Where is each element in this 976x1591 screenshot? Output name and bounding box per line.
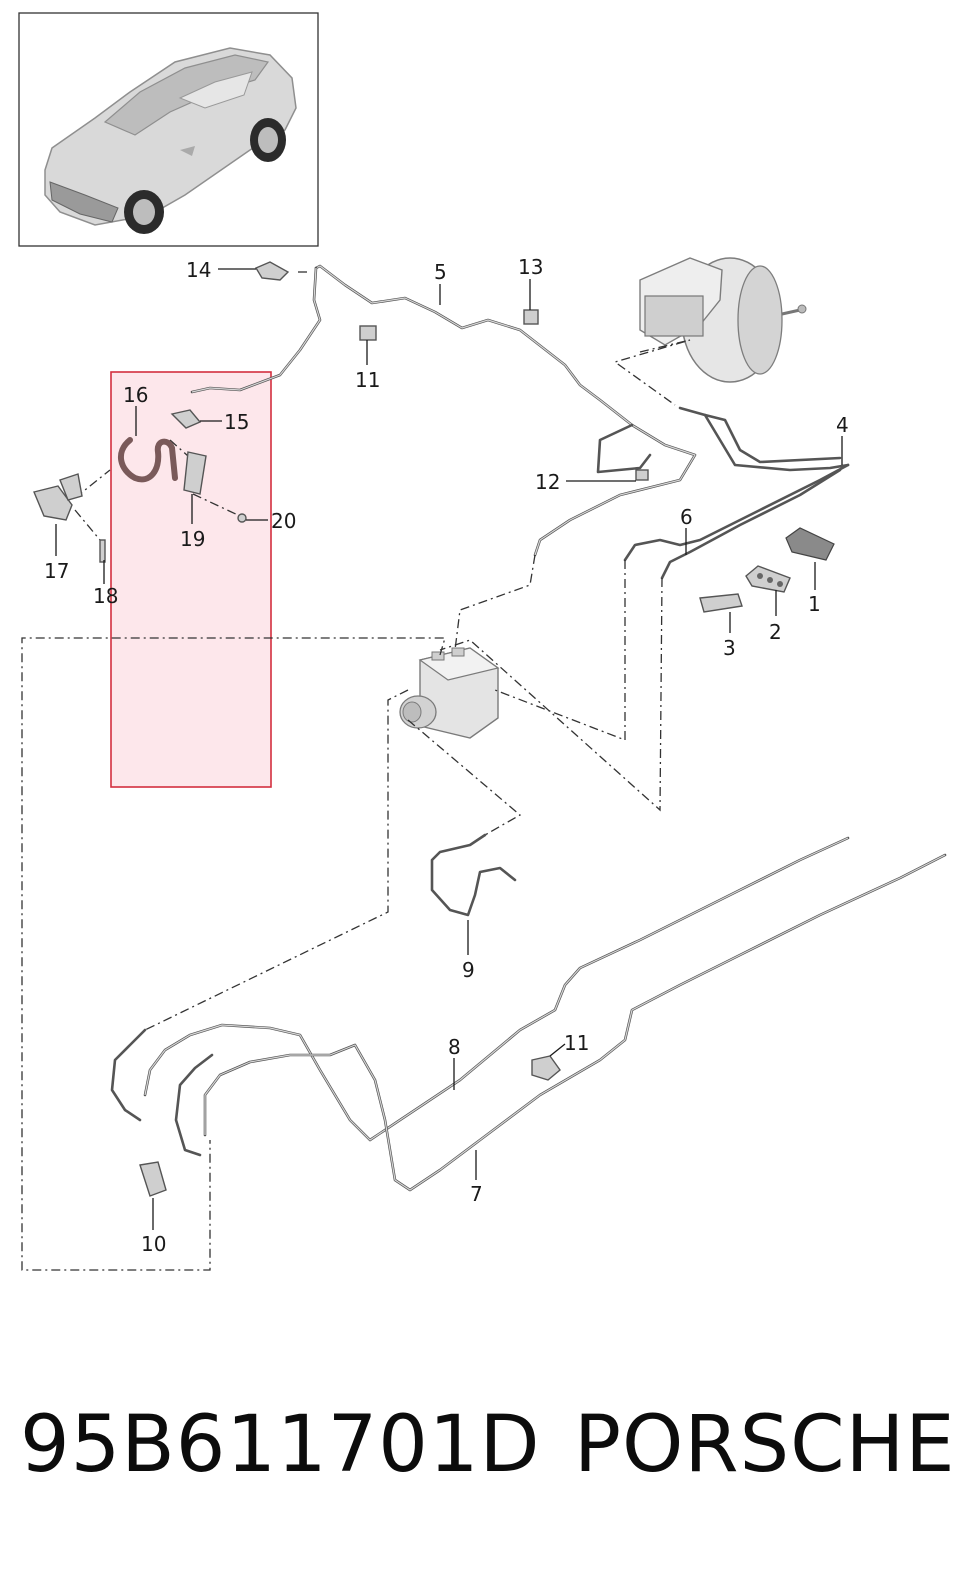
- callout-18: 18: [93, 584, 118, 608]
- callout-9: 9: [462, 958, 475, 982]
- callout-17: 17: [44, 559, 69, 583]
- callout-2: 2: [769, 620, 782, 644]
- callout-3: 3: [723, 636, 736, 660]
- brake-booster-icon: [639, 257, 807, 383]
- callouts: 14 5 13 11 4 12 6 1 2 3 16 15 19 20 17 1…: [44, 255, 849, 1256]
- callout-12: 12: [535, 470, 560, 494]
- small-parts: [33, 261, 835, 1197]
- callout-5: 5: [434, 260, 447, 284]
- callout-10: 10: [141, 1232, 166, 1256]
- hose-16-icon: [118, 437, 178, 483]
- clip-1-icon: [785, 527, 835, 561]
- callout-13: 13: [518, 255, 543, 279]
- callout-11-top: 11: [355, 368, 380, 392]
- bolt-18-icon: [99, 539, 106, 563]
- callout-8: 8: [448, 1035, 461, 1059]
- vehicle-thumbnail: [18, 12, 319, 247]
- nut-20-icon: [237, 513, 247, 523]
- callout-6: 6: [680, 505, 693, 529]
- clip-11b-icon: [531, 1055, 561, 1081]
- clip-15-icon: [170, 409, 202, 429]
- callout-4: 4: [836, 413, 849, 437]
- part-number: 95B611701D: [20, 1400, 541, 1490]
- clip-12-icon: [635, 469, 649, 481]
- brand-name: PORSCHE: [574, 1400, 956, 1490]
- callout-20: 20: [271, 509, 296, 533]
- leader-lines: [55, 268, 843, 1230]
- brake-lines: [110, 264, 947, 1192]
- clip-10-icon: [139, 1161, 167, 1197]
- footer: 95B611701D PORSCHE: [0, 1395, 976, 1505]
- bracket-17b-icon: [59, 473, 83, 501]
- callout-14: 14: [186, 258, 211, 282]
- suv-car-icon: [44, 47, 297, 234]
- callout-11-bottom: 11: [564, 1031, 589, 1055]
- highlight-region: [110, 371, 272, 788]
- callout-19: 19: [180, 527, 205, 551]
- abs-hydraulic-unit-icon: [399, 647, 500, 739]
- clip-3-icon: [699, 593, 743, 613]
- callout-7: 7: [470, 1182, 483, 1206]
- bracket-17-icon: [33, 485, 73, 521]
- bracket-19-icon: [183, 451, 207, 495]
- callout-16: 16: [123, 383, 148, 407]
- clip-11-icon: [359, 325, 377, 341]
- clip-13-icon: [523, 309, 539, 325]
- clip-14-icon: [254, 261, 290, 281]
- callout-15: 15: [224, 410, 249, 434]
- callout-1: 1: [808, 592, 821, 616]
- connection-lines: [21, 271, 691, 1271]
